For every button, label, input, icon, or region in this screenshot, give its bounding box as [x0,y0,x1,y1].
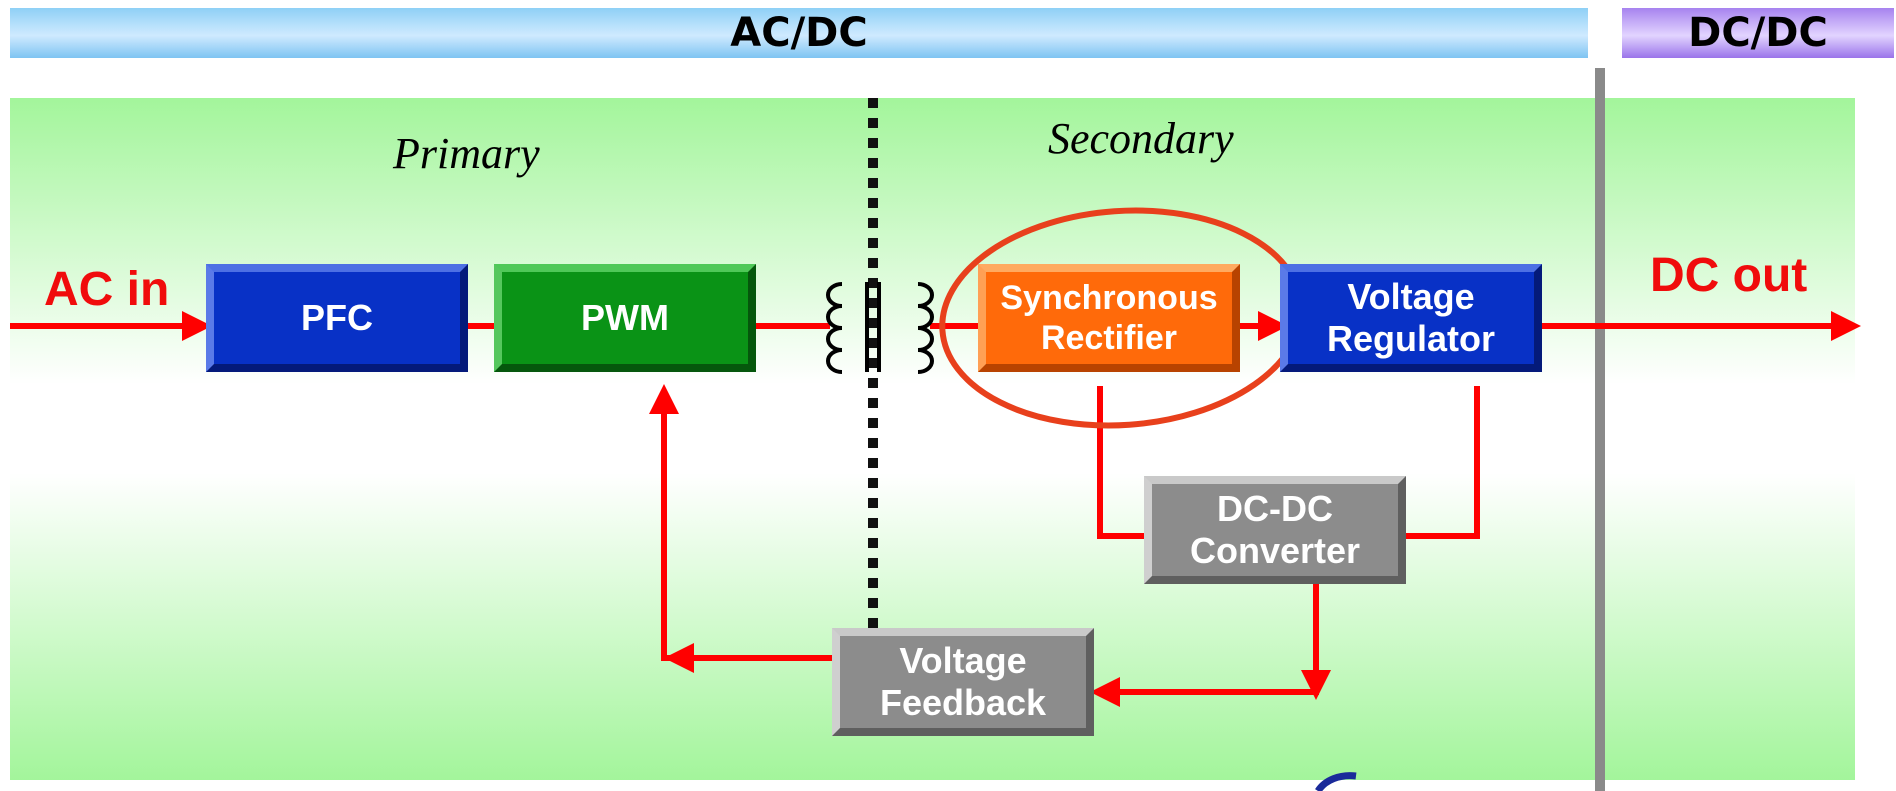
dcdc-converter-block: DC-DC Converter [1144,476,1406,584]
transformer-icon [826,282,934,374]
feedback-to-pwm-wire [649,384,834,661]
dcdc-header-band: DC/DC [1622,8,1894,58]
secondary-label: Secondary [1048,114,1234,163]
acdc-header-band: AC/DC [10,8,1588,58]
logo-fragment-icon [1315,772,1357,791]
dcdc-conv-line1: DC-DC [1217,487,1333,529]
ac-in-label: AC in [44,263,170,316]
pfc-label: PFC [301,296,373,338]
volt-fb-line2: Feedback [879,682,1047,723]
pwm-label: PWM [581,296,669,338]
sync-rect-line2: Rectifier [1040,319,1178,357]
dcdc-conv-line2: Converter [1189,530,1361,571]
acdc-header-label: AC/DC [730,10,868,56]
primary-label: Primary [393,129,540,178]
synchronous-rectifier-block: Synchronous Rectifier [978,264,1240,372]
dc-out-label: DC out [1650,249,1808,302]
dcdc-to-feedback-wire [1090,582,1319,707]
voltage-feedback-block: Voltage Feedback [832,628,1094,736]
volt-fb-line1: Voltage [899,639,1027,681]
volt-reg-line1: Voltage [1347,275,1475,317]
volt-reg-line2: Regulator [1326,318,1495,359]
reg-to-dcdc-wire [1404,386,1480,539]
pfc-block: PFC [206,264,468,372]
pwm-block: PWM [494,264,756,372]
sync-rect-line1: Synchronous [1000,278,1218,317]
dcdc-header-label: DC/DC [1688,10,1828,56]
voltage-regulator-block: Voltage Regulator [1280,264,1542,372]
rect-to-dcdc-wire [1097,386,1146,539]
